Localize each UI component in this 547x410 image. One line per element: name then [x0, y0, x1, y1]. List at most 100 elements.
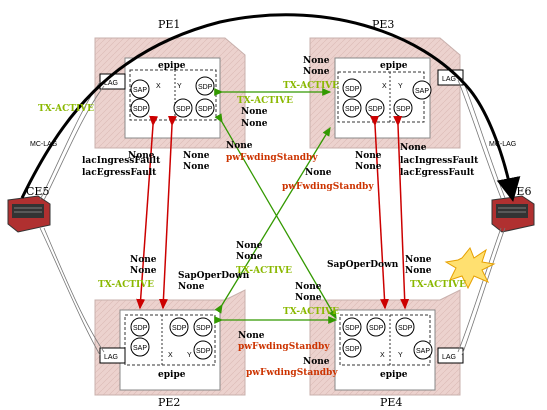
pe4-epipe-label: epipe — [380, 370, 408, 380]
pe2-epipe-label: epipe — [158, 370, 186, 380]
ce6-device — [491, 195, 535, 233]
svg-text:TX-ACTIVE: TX-ACTIVE — [237, 96, 293, 106]
svg-text:None: None — [305, 168, 332, 178]
pe1-sdp-3: SDP — [198, 84, 213, 91]
svg-text:None: None — [303, 357, 330, 367]
pe3-lag: LAG — [442, 76, 456, 83]
pe4-sdp-2: SDP — [369, 325, 384, 332]
pe3-sdp-2: SDP — [345, 106, 360, 113]
pe2-x: X — [168, 352, 173, 359]
svg-text:None: None — [303, 56, 330, 66]
svg-text:pwFwdingStandby: pwFwdingStandby — [226, 153, 318, 163]
svg-text:pwFwdingStandby: pwFwdingStandby — [246, 368, 338, 378]
pe2-sap: SAP — [133, 345, 147, 352]
pe1-sdp-2: SDP — [176, 106, 191, 113]
pe2-sdp-2: SDP — [172, 325, 187, 332]
green-links — [214, 88, 338, 324]
mc-lag-left: MC-LAG — [30, 141, 57, 148]
svg-text:TX-ACTIVE: TX-ACTIVE — [283, 307, 339, 317]
pe1-x: X — [156, 83, 161, 90]
svg-text:TX-ACTIVE: TX-ACTIVE — [283, 81, 339, 91]
pe4-sdp-3: SDP — [398, 325, 413, 332]
svg-text:TX-ACTIVE: TX-ACTIVE — [236, 266, 292, 276]
svg-text:lacEgressFault: lacEgressFault — [82, 168, 157, 178]
pe1-sap: SAP — [133, 87, 147, 94]
pe3-x: X — [382, 83, 387, 90]
svg-text:TX-ACTIVE: TX-ACTIVE — [38, 104, 94, 114]
svg-text:None: None — [130, 266, 157, 276]
mc-lag-right: MC-LAG — [489, 141, 516, 148]
pe3-y: Y — [398, 83, 403, 90]
pe3-title: PE3 — [372, 18, 394, 31]
pe3-sdp-1: SDP — [345, 86, 360, 93]
fault-labels: lacIngressFault lacEgressFault lacIngres… — [82, 156, 479, 281]
pe4-title: PE4 — [380, 396, 402, 409]
pe2-sdp-3: SDP — [196, 325, 211, 332]
pe1-epipe-label: epipe — [158, 61, 186, 71]
pe2-components: SDP SAP SDP SDP SDP X Y epipe — [130, 317, 213, 380]
svg-text:None: None — [130, 255, 157, 265]
pe3-router — [309, 37, 461, 149]
pe3-components: epipe SDP SDP SDP SDP SAP X Y — [342, 61, 432, 118]
svg-text:None: None — [241, 119, 268, 129]
svg-text:SapOperDown: SapOperDown — [327, 260, 399, 270]
tx-active-labels: TX-ACTIVE TX-ACTIVE TX-ACTIVE TX-ACTIVE … — [38, 81, 466, 317]
svg-text:None: None — [226, 141, 253, 151]
svg-text:None: None — [241, 107, 268, 117]
svg-text:None: None — [236, 241, 263, 251]
svg-text:None: None — [355, 151, 382, 161]
svg-text:None: None — [238, 331, 265, 341]
svg-text:None: None — [400, 143, 427, 153]
svg-text:None: None — [295, 282, 322, 292]
pe1-sdp-1: SDP — [133, 106, 148, 113]
pe4-lag: LAG — [442, 354, 456, 361]
pe4-sdp-4: SDP — [345, 346, 360, 353]
pe3-sdp-4: SDP — [396, 106, 411, 113]
pe4-x: X — [380, 352, 385, 359]
svg-text:None: None — [236, 252, 263, 262]
svg-text:None: None — [178, 282, 205, 292]
pe3-sap: SAP — [415, 88, 429, 95]
svg-text:None: None — [405, 255, 432, 265]
red-links — [136, 115, 410, 310]
pe3-epipe-label: epipe — [380, 61, 408, 71]
svg-text:None: None — [303, 67, 330, 77]
pe1-y: Y — [177, 83, 182, 90]
svg-text:lacIngressFault: lacIngressFault — [82, 156, 161, 166]
ce5-title: CE5 — [26, 185, 49, 198]
svg-text:pwFwdingStandby: pwFwdingStandby — [238, 342, 330, 352]
svg-text:None: None — [405, 266, 432, 276]
svg-text:TX-ACTIVE: TX-ACTIVE — [98, 280, 154, 290]
svg-text:None: None — [128, 151, 155, 161]
active-path-arc — [20, 13, 521, 202]
lag-boxes: LAG LAG LAG LAG — [99, 69, 464, 364]
pe3-sdp-3: SDP — [368, 106, 383, 113]
svg-text:lacEgressFault: lacEgressFault — [400, 168, 475, 178]
pe2-sdp-4: SDP — [196, 348, 211, 355]
svg-text:None: None — [183, 151, 210, 161]
none-labels: None None None None None None None None … — [128, 56, 432, 367]
fault-burst — [444, 247, 496, 290]
pe4-sap: SAP — [416, 348, 430, 355]
pe4-components: SDP SDP SDP SDP SAP X Y epipe — [342, 317, 433, 380]
ce6-title: CE6 — [508, 185, 531, 198]
svg-text:pwFwdingStandby: pwFwdingStandby — [282, 182, 374, 192]
svg-text:TX-ACTIVE: TX-ACTIVE — [410, 280, 466, 290]
pe2-lag: LAG — [104, 354, 118, 361]
pe1-sdp-4: SDP — [198, 106, 213, 113]
pw-standby-labels: pwFwdingStandby pwFwdingStandby pwFwding… — [226, 153, 374, 378]
ce5-device — [7, 195, 51, 233]
svg-text:None: None — [355, 162, 382, 172]
pe1-lag: LAG — [104, 80, 118, 87]
svg-text:lacIngressFault: lacIngressFault — [400, 156, 479, 166]
pe2-title: PE2 — [158, 396, 180, 409]
svg-text:SapOperDown: SapOperDown — [178, 271, 250, 281]
pe1-title: PE1 — [158, 18, 180, 31]
pe2-sdp-1: SDP — [133, 325, 148, 332]
pe4-y: Y — [398, 352, 403, 359]
pe2-y: Y — [187, 352, 192, 359]
pe1-router — [94, 37, 246, 149]
svg-text:None: None — [295, 293, 322, 303]
